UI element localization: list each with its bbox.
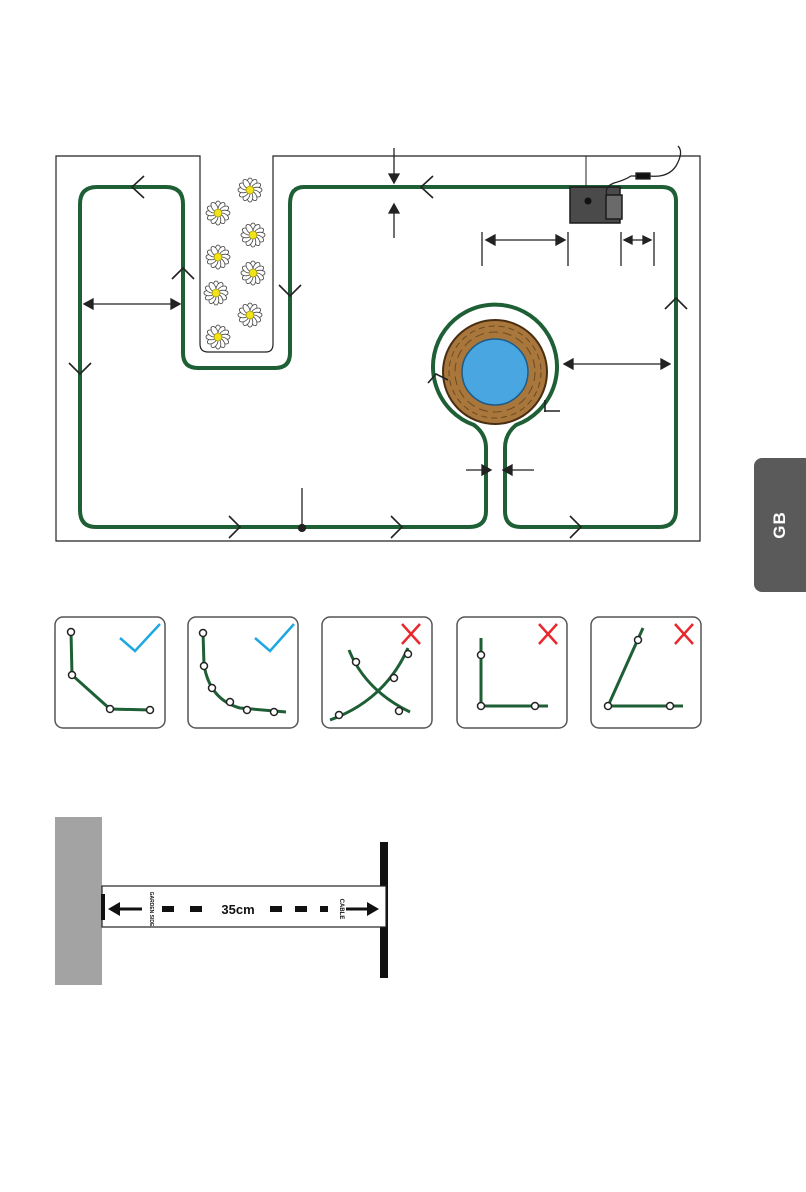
boundary-cable: [80, 187, 676, 527]
ruler-left-label: GARDEN SIDE: [148, 892, 154, 927]
cable-direction-arrows: [69, 176, 687, 538]
flower-bed: [204, 178, 265, 349]
ruler-right-label: CABLE: [338, 899, 344, 920]
language-tab-label: GB: [770, 511, 790, 539]
corner-example-panel: [591, 617, 701, 728]
corner-example-panel: [322, 617, 432, 728]
pond-water: [462, 339, 528, 405]
wall: [55, 817, 102, 985]
garden-layout-diagram: [0, 0, 806, 600]
corner-examples: [0, 610, 806, 740]
charging-station: [570, 187, 622, 223]
corner-example-panel: [55, 617, 165, 728]
pond: [443, 320, 547, 424]
ruler-measurement: 35cm: [221, 902, 254, 917]
language-tab: GB: [754, 458, 806, 592]
corner-example-panel: [457, 617, 567, 728]
cable-spacing-diagram: 35cm GARDEN SIDE CABLE: [0, 810, 806, 1000]
corner-example-panel: [188, 617, 298, 728]
